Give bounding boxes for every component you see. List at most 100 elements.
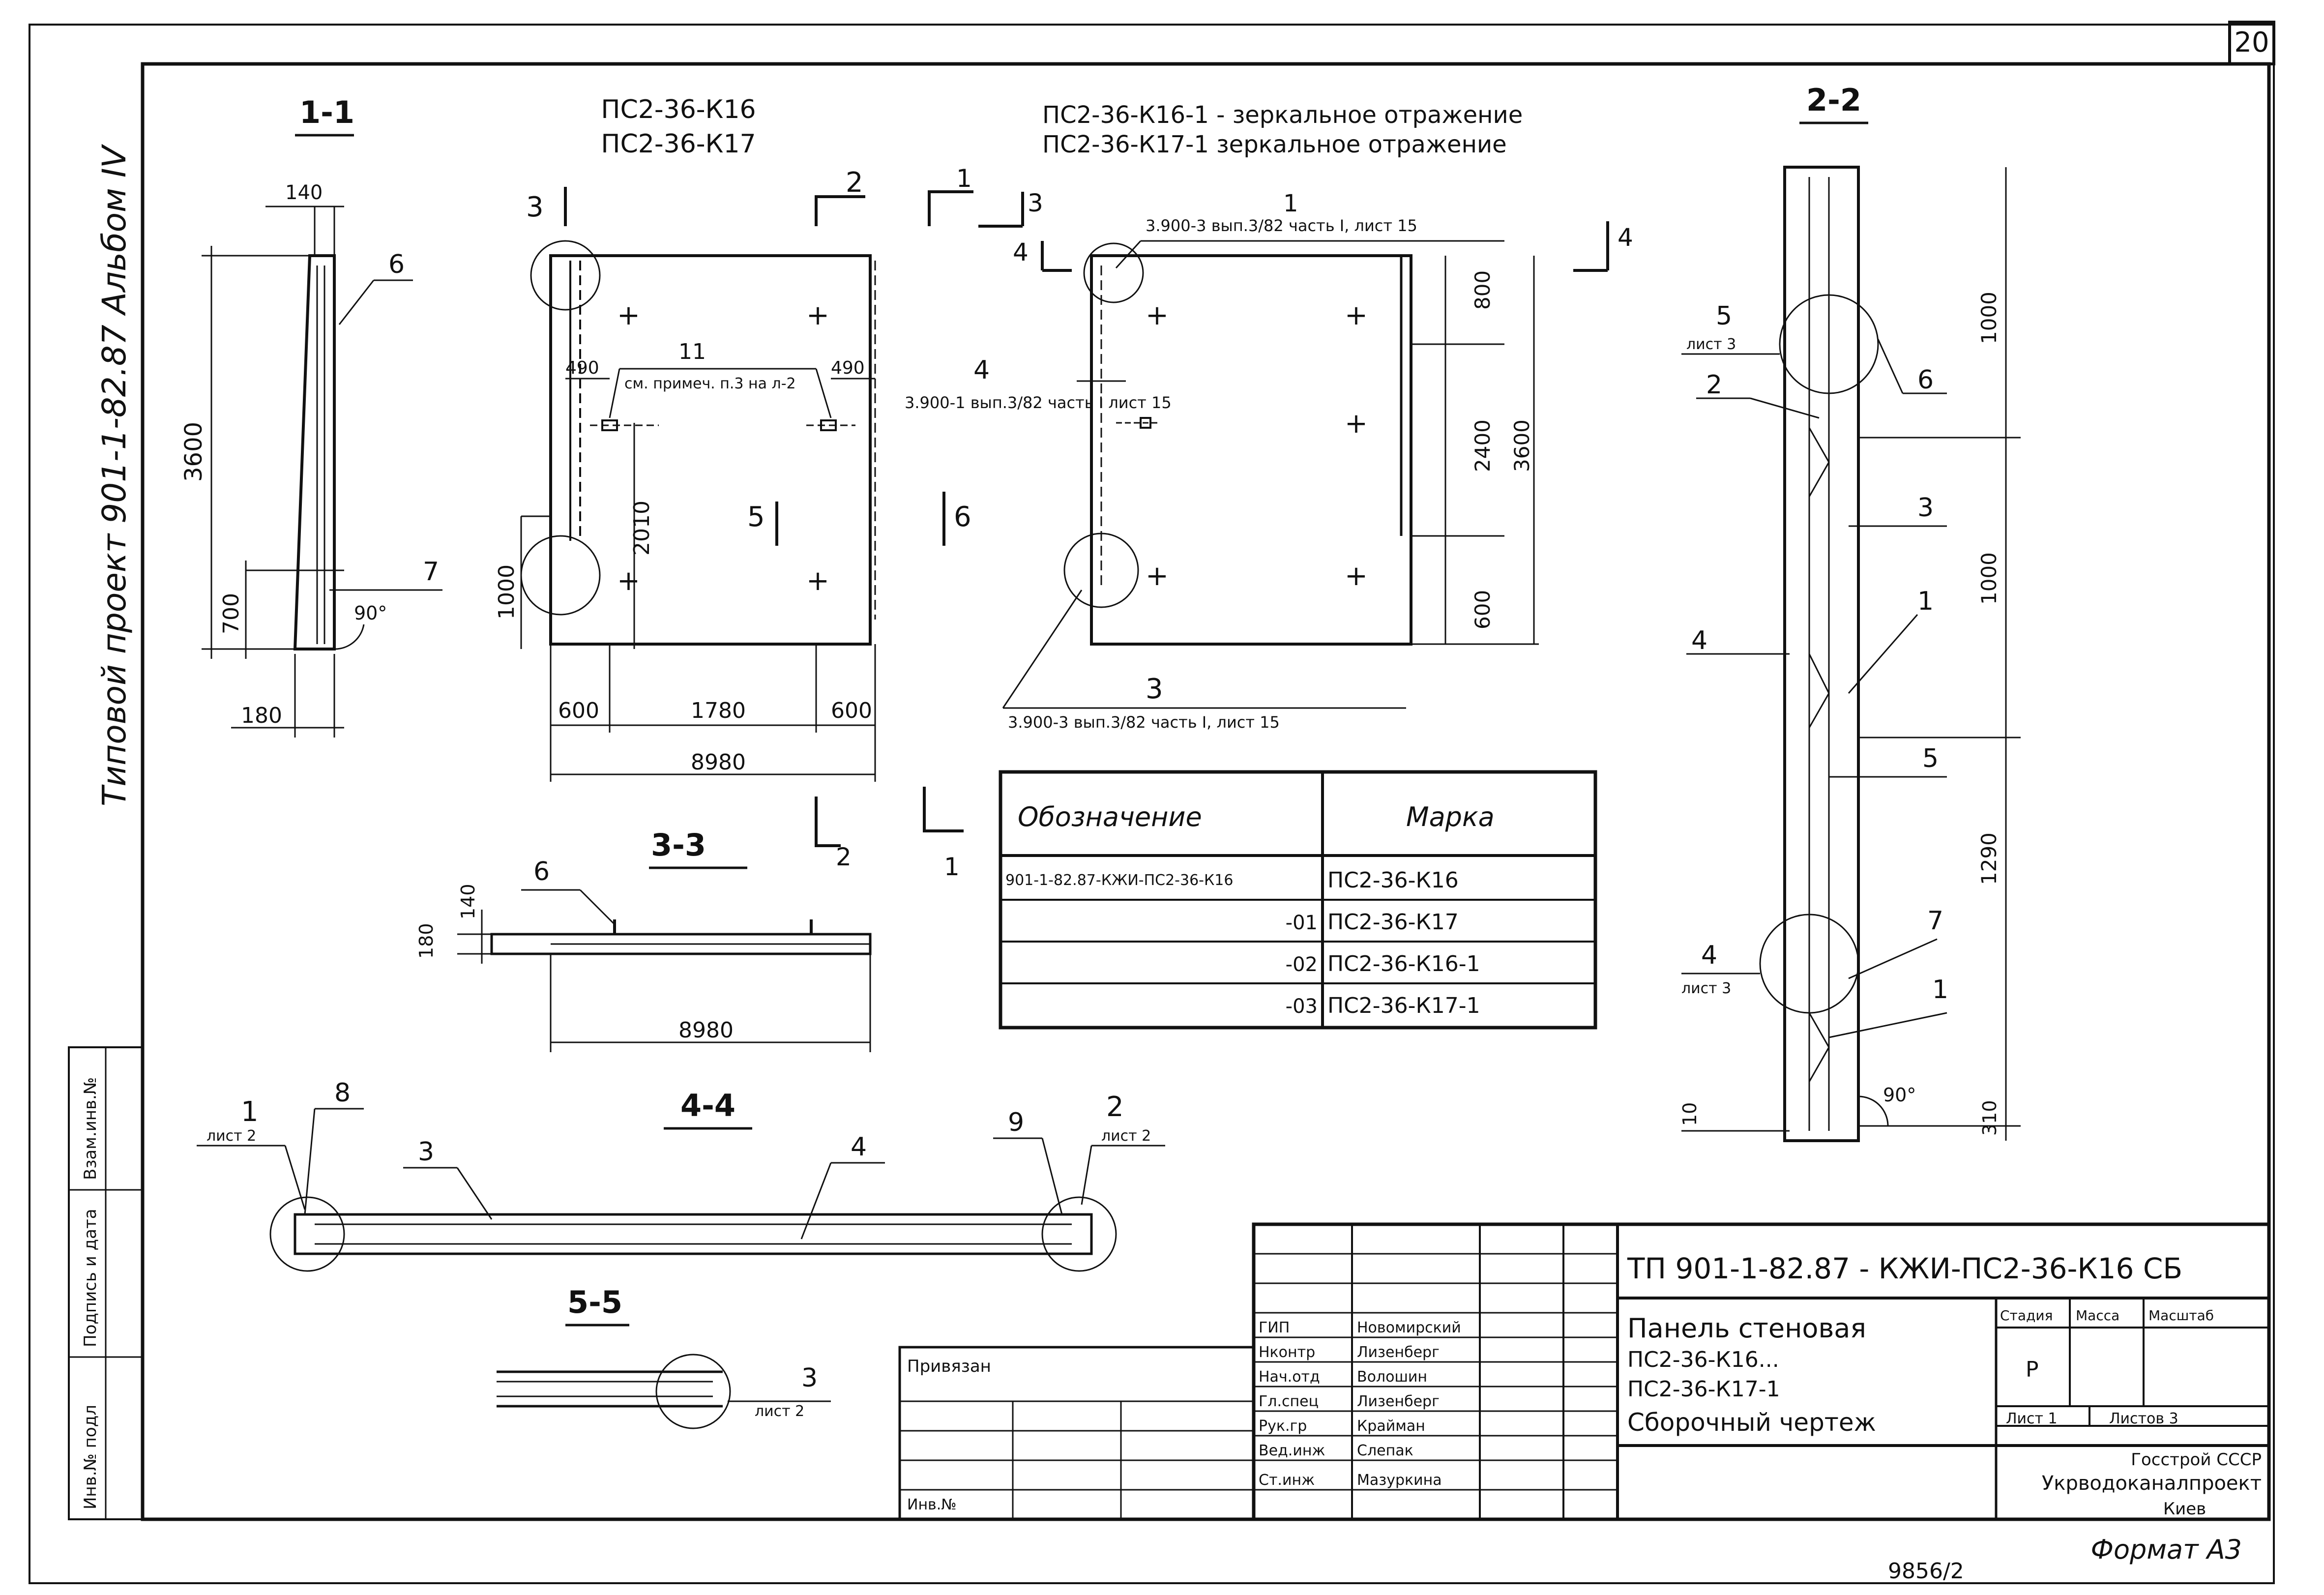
svg-text:3600: 3600 xyxy=(180,422,207,482)
spec-cell: ПС2-36-К17-1 xyxy=(1327,993,1480,1018)
section-5-5-title: 5-5 xyxy=(567,1284,622,1320)
svg-text:3.900-1 вып.3/82 часть I лист: 3.900-1 вып.3/82 часть I лист 15 xyxy=(905,393,1172,412)
svg-text:Киев: Киев xyxy=(2163,1499,2206,1519)
spec-table: Обозначение Марка 901-1-82.87-КЖИ-ПС2-36… xyxy=(999,770,1597,1030)
section-3-3-title: 3-3 xyxy=(651,827,706,863)
svg-text:7: 7 xyxy=(1927,906,1943,936)
svg-text:90°: 90° xyxy=(1883,1084,1916,1106)
format-label: Формат А3 xyxy=(2090,1534,2242,1565)
linked-label: Привязан xyxy=(907,1357,991,1376)
svg-text:3: 3 xyxy=(418,1137,434,1167)
svg-text:Мазуркина: Мазуркина xyxy=(1357,1472,1442,1489)
svg-text:Масштаб: Масштаб xyxy=(2148,1307,2214,1324)
spec-cell: ПС2-36-К16 xyxy=(1327,868,1459,893)
svg-text:4: 4 xyxy=(851,1132,867,1162)
svg-text:7: 7 xyxy=(423,557,439,587)
svg-text:+: + xyxy=(1345,408,1368,440)
svg-text:Укрводоканалпроект: Укрводоканалпроект xyxy=(2042,1472,2262,1495)
mirror-view: ПС2-36-К16-1 - зеркальное отражение ПС2-… xyxy=(815,101,1633,881)
spec-header-mark: Марка xyxy=(1406,801,1495,832)
svg-text:2: 2 xyxy=(846,167,863,199)
svg-text:1: 1 xyxy=(1932,975,1948,1004)
svg-text:1: 1 xyxy=(956,164,972,193)
spec-cell: -02 xyxy=(1286,953,1318,976)
svg-text:+: + xyxy=(1345,299,1368,331)
svg-text:490: 490 xyxy=(831,358,865,378)
svg-text:5: 5 xyxy=(1716,301,1732,331)
svg-text:140: 140 xyxy=(457,884,479,919)
svg-text:лист 2: лист 2 xyxy=(206,1127,256,1145)
svg-text:Гл.спец: Гл.спец xyxy=(1259,1393,1319,1410)
svg-text:4: 4 xyxy=(1013,238,1029,266)
inventory-code: 9856/2 xyxy=(1888,1559,1964,1584)
svg-text:ГИП: ГИП xyxy=(1259,1319,1290,1336)
svg-text:6: 6 xyxy=(1917,365,1934,395)
outer-frame xyxy=(29,24,2275,1584)
svg-text:4: 4 xyxy=(1618,223,1633,252)
svg-text:2010: 2010 xyxy=(629,501,654,556)
svg-text:140: 140 xyxy=(285,181,323,204)
svg-text:Лист 1: Лист 1 xyxy=(2006,1410,2058,1427)
svg-text:лист 2: лист 2 xyxy=(1101,1127,1151,1145)
section-4-4: 4-4 1 лист 2 8 3 4 9 2 лист 2 xyxy=(197,1078,1165,1272)
svg-text:490: 490 xyxy=(565,358,599,378)
side-title: Типовой проект 901-1-82.87 Альбом IV xyxy=(95,144,133,806)
svg-text:310: 310 xyxy=(1979,1100,2000,1136)
spec-header-designation: Обозначение xyxy=(1018,801,1202,832)
page-number: 20 xyxy=(2234,27,2269,59)
page-number-box xyxy=(2228,21,2275,65)
svg-text:700: 700 xyxy=(219,593,244,634)
svg-text:600: 600 xyxy=(1471,590,1495,629)
svg-text:Нконтр: Нконтр xyxy=(1259,1344,1315,1361)
svg-text:Подпись и дата: Подпись и дата xyxy=(81,1209,100,1347)
svg-text:+: + xyxy=(806,565,829,597)
svg-text:Новомирский: Новомирский xyxy=(1357,1319,1461,1336)
section-2-2: 2-2 1000 1000 1290 310 10 90° 5 лист 3 4… xyxy=(1679,82,2021,1142)
mark-title-1: ПС2-36-К16 xyxy=(601,95,756,124)
svg-text:2400: 2400 xyxy=(1471,419,1495,472)
svg-text:см. примеч. п.3 на л-2: см. примеч. п.3 на л-2 xyxy=(624,375,796,392)
svg-text:Взам.инв.№: Взам.инв.№ xyxy=(81,1077,100,1180)
svg-text:3: 3 xyxy=(1028,189,1043,217)
svg-text:1000: 1000 xyxy=(1977,292,2001,344)
svg-text:лист 3: лист 3 xyxy=(1686,336,1736,353)
svg-text:2: 2 xyxy=(1106,1091,1124,1123)
svg-text:1000: 1000 xyxy=(1977,552,2001,605)
svg-text:9: 9 xyxy=(1008,1108,1024,1137)
svg-text:600: 600 xyxy=(831,698,872,723)
svg-text:11: 11 xyxy=(678,339,706,364)
svg-text:3.900-3 вып.3/82 часть I, лист: 3.900-3 вып.3/82 часть I, лист 15 xyxy=(1008,713,1280,732)
main-view: ПС2-36-К16 ПС2-36-К17 ++ ++ 490 490 11 с… xyxy=(494,95,971,782)
svg-text:8980: 8980 xyxy=(678,1018,734,1043)
section-1-1-title: 1-1 xyxy=(299,94,354,130)
svg-text:Волошин: Волошин xyxy=(1357,1368,1427,1386)
svg-text:10: 10 xyxy=(1679,1102,1701,1126)
svg-text:3: 3 xyxy=(526,191,544,223)
svg-text:+: + xyxy=(1146,299,1169,331)
section-2-2-title: 2-2 xyxy=(1806,82,1861,118)
svg-text:+: + xyxy=(617,565,640,597)
svg-text:2: 2 xyxy=(1706,370,1722,400)
svg-text:Лизенберг: Лизенберг xyxy=(1357,1393,1440,1410)
svg-text:Масса: Масса xyxy=(2076,1307,2119,1324)
section-1-1: 1-1 140 3600 700 180 90° 6 7 xyxy=(180,94,442,738)
svg-text:Госстрой СССР: Госстрой СССР xyxy=(2131,1450,2262,1470)
mirror-title-1: ПС2-36-К16-1 - зеркальное отражение xyxy=(1042,101,1523,129)
svg-text:Рук.гр: Рук.гр xyxy=(1259,1418,1307,1435)
svg-text:Ст.инж: Ст.инж xyxy=(1259,1472,1315,1489)
spec-cell: 901-1-82.87-КЖИ-ПС2-36-К16 xyxy=(1005,872,1233,889)
svg-text:180: 180 xyxy=(415,923,437,959)
spec-cell: ПС2-36-К17 xyxy=(1327,910,1459,935)
svg-text:180: 180 xyxy=(241,703,282,728)
mirror-title-2: ПС2-36-К17-1 зеркальное отражение xyxy=(1042,131,1507,158)
svg-text:2: 2 xyxy=(836,843,852,871)
svg-text:Слепак: Слепак xyxy=(1357,1442,1413,1459)
svg-text:Инв.№ подл: Инв.№ подл xyxy=(81,1405,100,1509)
svg-text:+: + xyxy=(1146,560,1169,592)
svg-text:лист 3: лист 3 xyxy=(1681,980,1731,997)
svg-text:6: 6 xyxy=(388,250,405,279)
svg-text:4: 4 xyxy=(1691,626,1707,655)
section-3-3: 3-3 6 140 180 8980 xyxy=(415,827,872,1052)
svg-text:Лизенберг: Лизенберг xyxy=(1357,1344,1440,1361)
